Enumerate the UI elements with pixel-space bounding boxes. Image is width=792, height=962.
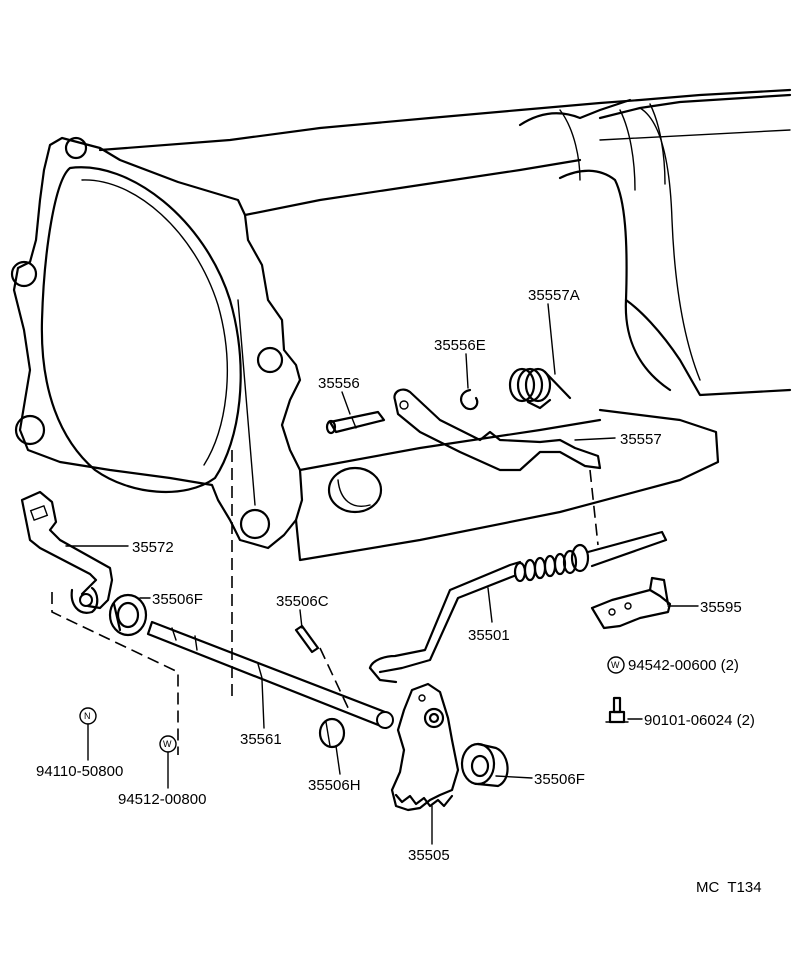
- label-94542: 94542-00600 (2): [628, 657, 739, 674]
- label-35557: 35557: [620, 431, 662, 448]
- label-35506c: 35506C: [276, 593, 329, 610]
- label-35572: 35572: [132, 539, 174, 556]
- w-icon: W: [611, 660, 620, 670]
- spring-pin: [294, 624, 320, 654]
- label-35557a: 35557A: [528, 287, 580, 304]
- label-35506f-right: 35506F: [534, 771, 585, 788]
- leader-lines: [65, 303, 699, 845]
- bolt-90101: [605, 696, 629, 724]
- label-35561: 35561: [240, 731, 282, 748]
- label-90101: 90101-06024 (2): [644, 712, 755, 729]
- manual-lever: [20, 490, 114, 614]
- manual-shaft: [146, 620, 394, 730]
- detent-spring-assembly: [325, 367, 602, 472]
- label-94512: 94512-00800: [118, 791, 206, 808]
- label-94110: 94110-50800: [36, 763, 123, 780]
- torsion-spring: [508, 367, 572, 410]
- figure-code: MC T134: [696, 879, 762, 896]
- n-icon: N: [84, 711, 91, 721]
- label-35556e: 35556E: [434, 337, 486, 354]
- pin: [325, 410, 386, 435]
- neutral-switch-bracket: [590, 576, 672, 630]
- label-35595: 35595: [700, 599, 742, 616]
- label-35506f-left: 35506F: [152, 591, 203, 608]
- washer-symbol-94512: W: [159, 735, 177, 753]
- label-35505: 35505: [408, 847, 450, 864]
- transmission-housing: [10, 88, 792, 562]
- label-35501: 35501: [468, 627, 510, 644]
- assembly-guide-lines: [51, 450, 599, 755]
- label-35506h: 35506H: [308, 777, 361, 794]
- nut-symbol-94110: N: [79, 707, 97, 725]
- oil-seal-right: [460, 742, 509, 788]
- control-rod: [368, 530, 668, 684]
- e-clip: [460, 388, 479, 411]
- washer-symbol-94542: W: [607, 656, 625, 674]
- retainer-35506h: [318, 717, 346, 749]
- w-icon: W: [163, 739, 172, 749]
- detent-plate: [390, 682, 460, 812]
- label-35556: 35556: [318, 375, 360, 392]
- oil-seal-left: [108, 593, 148, 637]
- rod-boot-coil: [513, 543, 590, 583]
- part-labels: 35557A 35556E 35556 35557 35572 35506F 3…: [36, 287, 762, 896]
